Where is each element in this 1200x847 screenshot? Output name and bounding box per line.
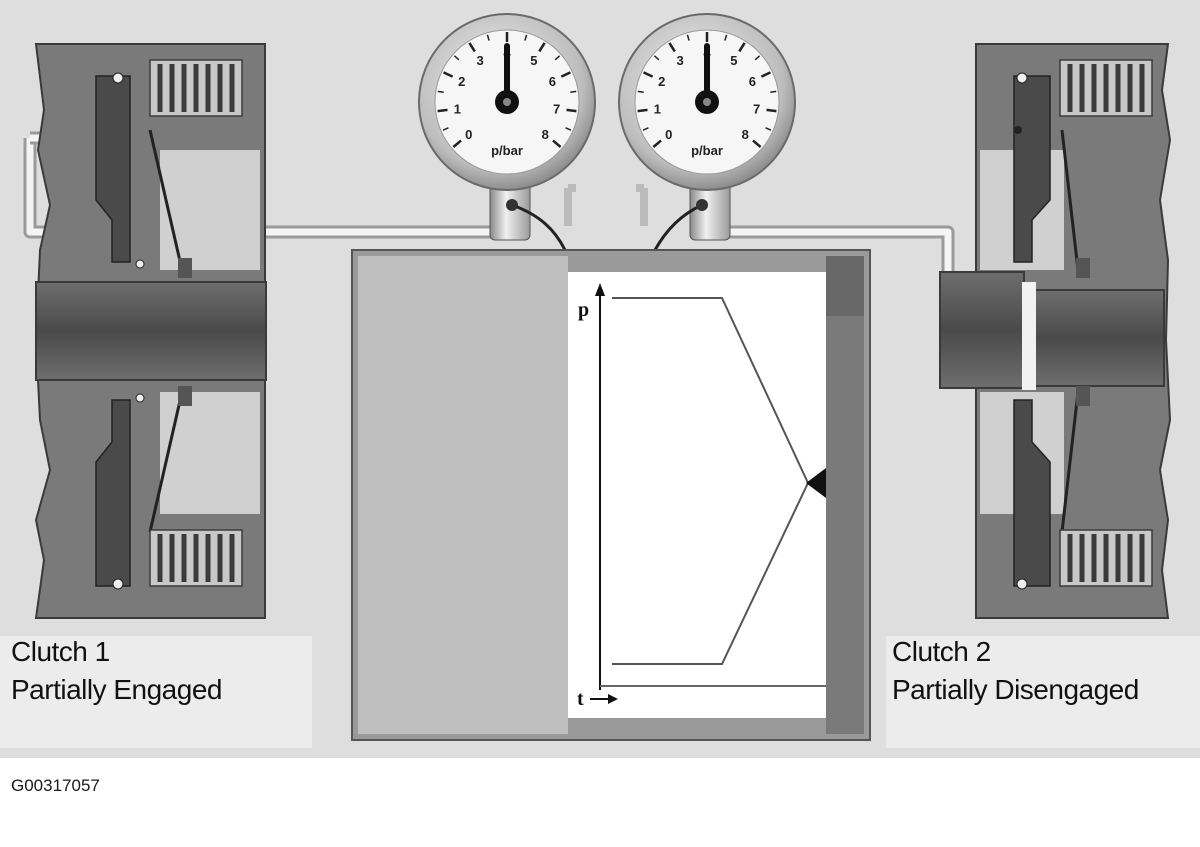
gauge-tick-right bbox=[765, 127, 772, 131]
gauge-tick-label-right: 7 bbox=[753, 102, 760, 117]
clutch-1-title: Clutch 1 bbox=[11, 636, 110, 667]
gauge-tick-right bbox=[652, 139, 662, 148]
gauge-tick-right bbox=[752, 139, 762, 148]
gauge-tick-right bbox=[770, 90, 777, 94]
gauge-tick-label-right: 3 bbox=[677, 53, 684, 68]
caption-box-left bbox=[0, 636, 312, 748]
gauge-tick-right bbox=[754, 55, 761, 61]
gauge-tick-label-left: 8 bbox=[542, 127, 549, 142]
clutch-1-state: Partially Engaged bbox=[11, 674, 222, 705]
gauge-tick-left bbox=[554, 55, 561, 61]
gauge-tick-label-left: 7 bbox=[553, 102, 560, 117]
gauge-tick-left bbox=[524, 34, 528, 41]
gauge-tick-left bbox=[552, 139, 562, 148]
gauge-tick-right bbox=[724, 34, 728, 41]
pressure-curve-increasing bbox=[612, 482, 809, 665]
gauge-tick-left bbox=[452, 139, 462, 148]
gauge-tick-label-left: 6 bbox=[549, 74, 556, 89]
gauge-tick-label-left: 1 bbox=[454, 102, 461, 117]
gauge-tick-right bbox=[766, 108, 777, 113]
gauge-tick-right bbox=[653, 55, 660, 61]
y-axis-arrowhead bbox=[595, 283, 605, 296]
gauge-tick-label-right: 0 bbox=[665, 127, 672, 142]
pressure-gauge-left: 012345678 p/bar bbox=[418, 13, 596, 251]
gauge-tick-left bbox=[566, 108, 577, 113]
gauge-tick-label-right: 5 bbox=[730, 53, 737, 68]
gauge-tick-left bbox=[453, 55, 460, 61]
gauge-tick-left bbox=[437, 90, 444, 94]
gauge-tick-left bbox=[443, 71, 454, 78]
clutch-2-title: Clutch 2 bbox=[892, 636, 991, 667]
control-unit bbox=[351, 249, 871, 741]
gauge-tick-right bbox=[738, 42, 746, 53]
gauge-unit-label-left: p/bar bbox=[491, 143, 523, 158]
gauge-tick-label-right: 6 bbox=[749, 74, 756, 89]
gauge-tick-left bbox=[468, 42, 476, 53]
clutch-1-caption: Clutch 1 Partially Engaged bbox=[11, 633, 222, 709]
figure-id: G00317057 bbox=[11, 776, 100, 795]
caption-box-right bbox=[886, 636, 1200, 748]
pressure-curve-decreasing bbox=[612, 297, 809, 484]
gauge-tick-right bbox=[760, 71, 771, 78]
x-axis-label: t bbox=[577, 688, 584, 710]
gauge-tick-right bbox=[668, 42, 676, 53]
gauge-tick-label-right: 1 bbox=[654, 102, 661, 117]
gauge-tick-label-right: 2 bbox=[658, 74, 665, 89]
gauge-tick-right bbox=[643, 71, 654, 78]
gauge-tick-label-left: 2 bbox=[458, 74, 465, 89]
gauge-tick-label-left: 5 bbox=[530, 53, 537, 68]
clutch-2-caption: Clutch 2 Partially Disengaged bbox=[892, 633, 1139, 709]
gauge-tick-right bbox=[686, 34, 690, 41]
clutch-2-state: Partially Disengaged bbox=[892, 674, 1139, 705]
gauge-tick-label-right: 8 bbox=[742, 127, 749, 142]
x-axis-arrowhead bbox=[608, 694, 618, 704]
gauge-tick-left bbox=[442, 127, 449, 131]
curve-intersection-marker bbox=[806, 468, 826, 498]
pressure-time-graph: p t bbox=[577, 283, 826, 710]
gauge-tick-left bbox=[486, 34, 490, 41]
gauge-tick-right bbox=[642, 127, 649, 131]
gauge-tick-left bbox=[570, 90, 577, 94]
gauge-unit-label-right: p/bar bbox=[691, 143, 723, 158]
clutch-2-illustration bbox=[939, 43, 1172, 619]
gauge-tick-label-left: 3 bbox=[477, 53, 484, 68]
gauge-tick-left bbox=[560, 71, 571, 78]
pressure-gauge-right: 012345678 p/bar bbox=[618, 13, 796, 251]
gauge-tick-label-left: 0 bbox=[465, 127, 472, 142]
gauge-tick-left bbox=[538, 42, 546, 53]
gauge-tick-right bbox=[637, 90, 644, 94]
clutch-1-illustration bbox=[34, 43, 267, 619]
gauge-tick-left bbox=[437, 108, 448, 113]
gauge-tick-left bbox=[565, 127, 572, 131]
gauge-tick-right bbox=[637, 108, 648, 113]
y-axis-label: p bbox=[578, 299, 589, 321]
